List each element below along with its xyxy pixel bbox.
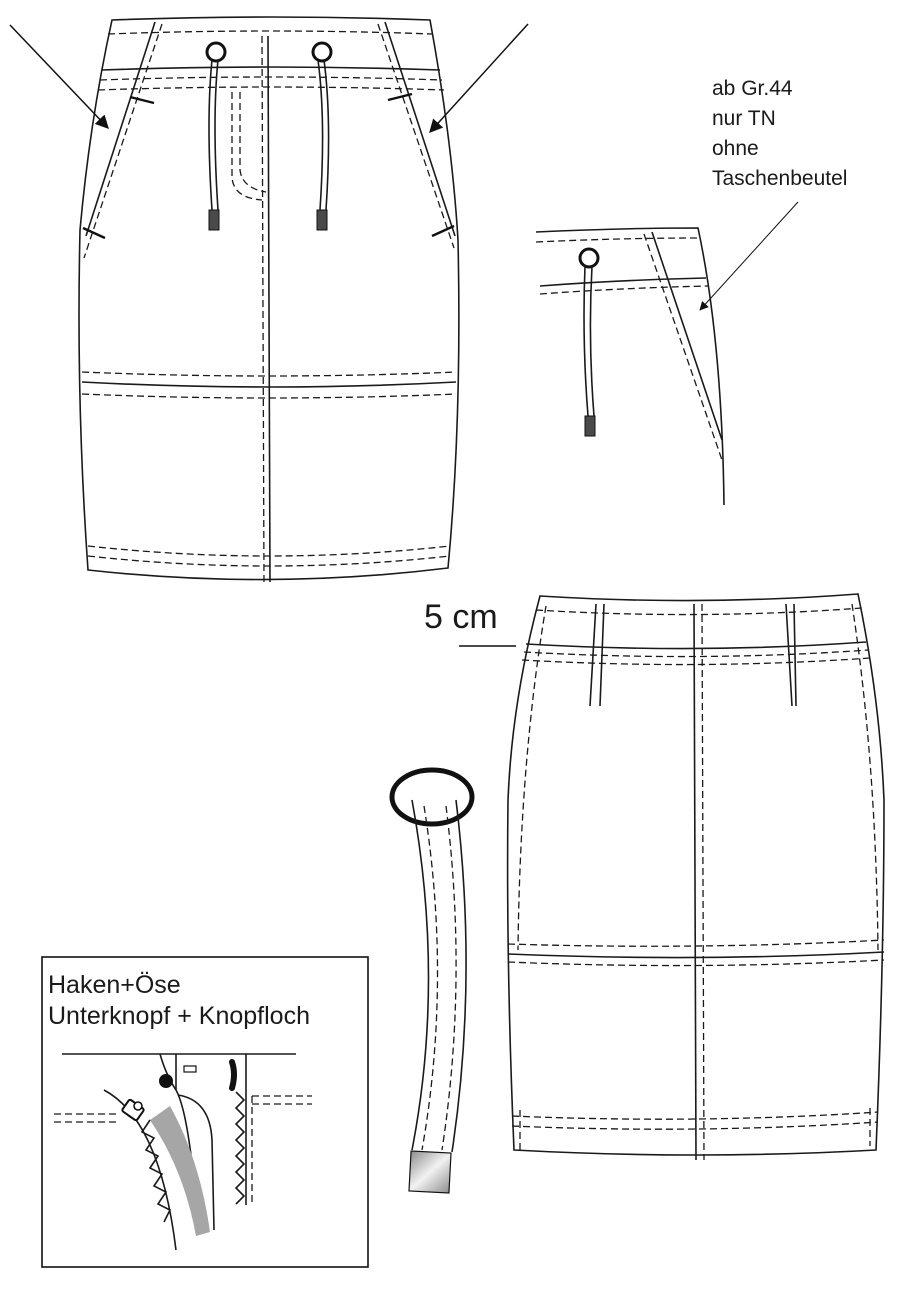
pocket-detail-view <box>535 201 799 506</box>
button-icon <box>159 1074 173 1088</box>
cord-end-icon <box>208 209 220 231</box>
measure-label: 5 cm <box>424 598 498 636</box>
zipper-icon <box>140 1119 172 1223</box>
eyelet-icon <box>311 41 333 63</box>
front-skirt-view <box>9 16 529 587</box>
pocket-note: ab Gr.44 nur TN ohne Taschenbeutel <box>712 74 847 194</box>
eyelet-icon <box>389 767 475 827</box>
note-line: ab Gr.44 <box>712 77 793 100</box>
cord-end-icon <box>316 209 328 231</box>
detail-line: Haken+Öse <box>48 971 181 999</box>
cord-end-icon <box>408 1150 452 1194</box>
drawstring-detail <box>389 767 475 1194</box>
eyelet-icon <box>205 41 227 63</box>
zipper-icon <box>150 1106 210 1236</box>
arrow-icon <box>699 201 799 311</box>
note-line: nur TN <box>712 107 776 130</box>
hook-and-eye-icon <box>121 1098 145 1122</box>
detail-line: Unterknopf + Knopfloch <box>48 1002 310 1030</box>
arrow-icon <box>429 23 529 133</box>
note-line: ohne <box>712 137 759 160</box>
cord-end-icon <box>584 415 596 437</box>
arrow-icon <box>9 24 109 129</box>
note-line: Taschenbeutel <box>712 167 848 190</box>
closure-detail <box>41 956 369 1268</box>
closure-detail-title: Haken+Öse Unterknopf + Knopfloch <box>48 970 310 1032</box>
back-skirt-view <box>506 593 885 1161</box>
eyelet-icon <box>578 247 600 269</box>
zipper-icon <box>234 1091 246 1205</box>
